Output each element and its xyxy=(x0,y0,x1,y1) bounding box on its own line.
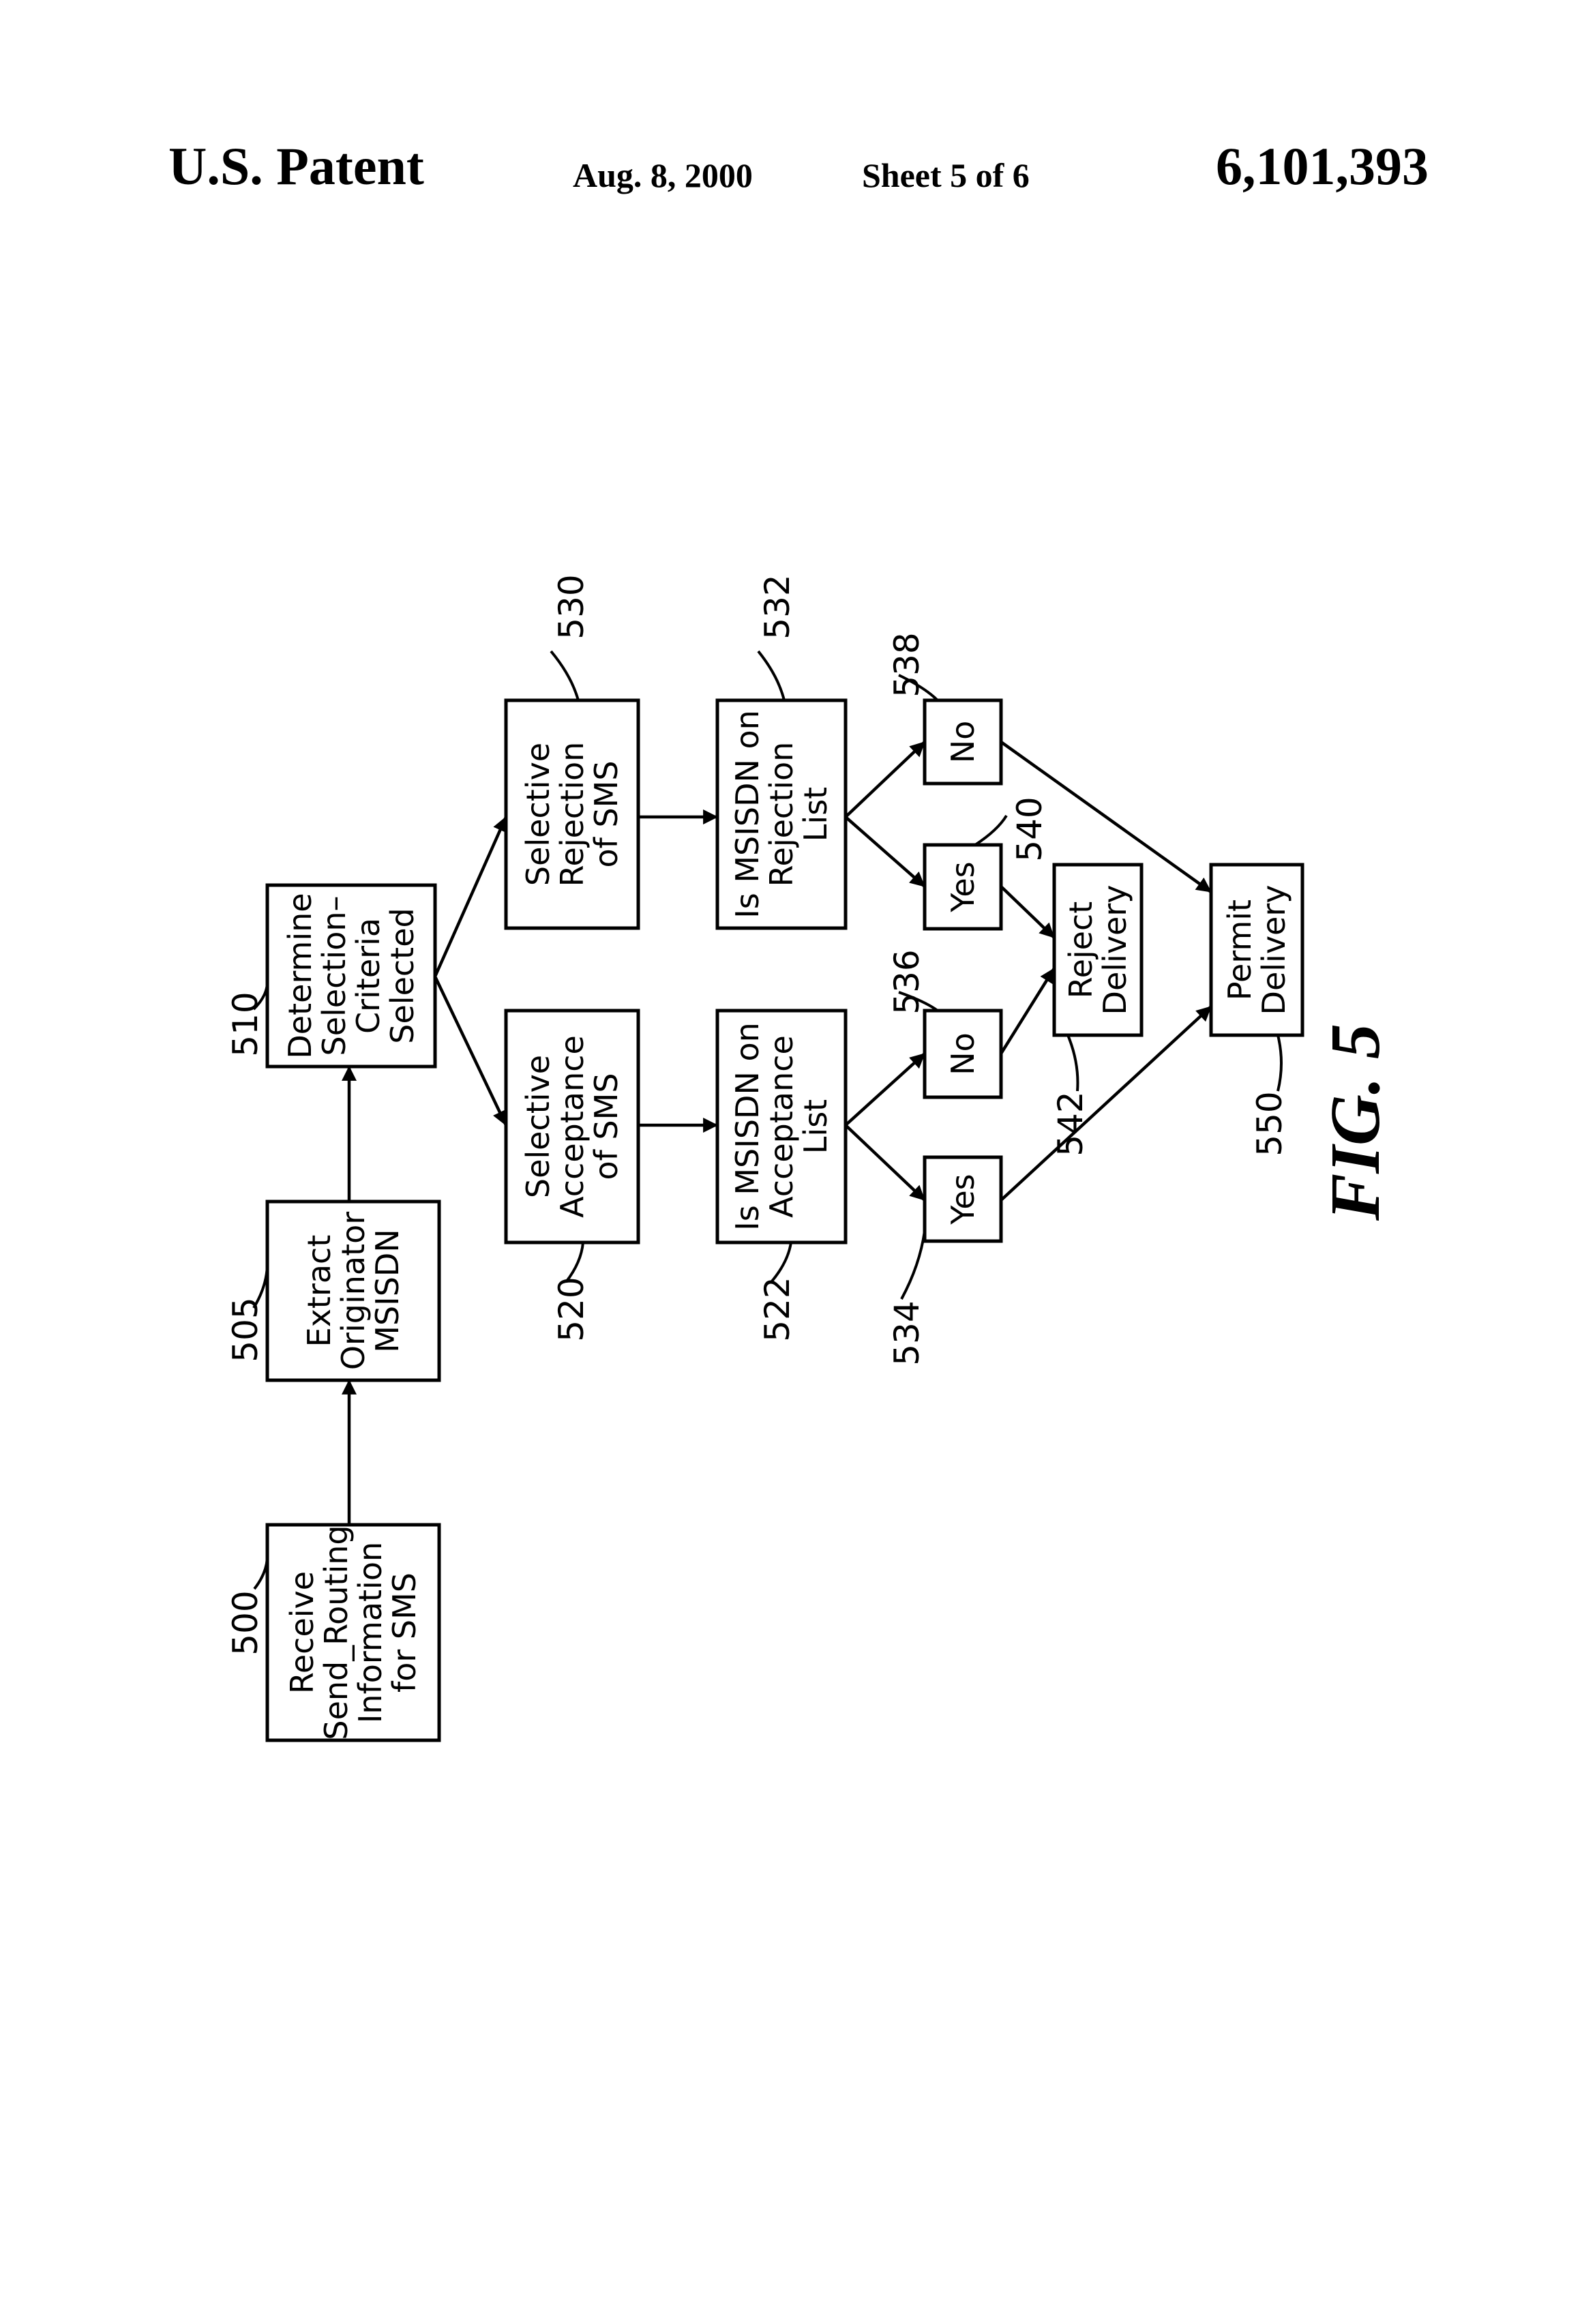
ref-numeral-505: 505 xyxy=(226,1297,265,1362)
leader-line-534 xyxy=(901,1231,925,1299)
ref-numeral-510: 510 xyxy=(226,992,265,1056)
box-text-line: Originator xyxy=(335,1212,372,1370)
flow-box-532: Is MSISDN onRejectionList xyxy=(717,700,846,928)
flow-box-510: DetermineSelection–CriteriaSelected xyxy=(267,885,435,1067)
box-text-line: Extract xyxy=(301,1235,338,1347)
leader-line-532 xyxy=(758,651,784,700)
box-text-line: Is MSISDN on xyxy=(729,1022,766,1231)
box-text-line: Receive xyxy=(284,1571,320,1694)
leader-line-540 xyxy=(975,816,1006,845)
connector-arrow xyxy=(1001,887,1054,938)
box-text-line: Permit xyxy=(1221,899,1258,1000)
flow-box-505: ExtractOriginatorMSISDN xyxy=(267,1202,439,1380)
box-text-line: Rejection xyxy=(554,742,591,887)
leader-line-542 xyxy=(1068,1035,1077,1091)
leader-line-500 xyxy=(254,1555,267,1589)
flow-box-522: Is MSISDN onAcceptanceList xyxy=(717,1011,846,1242)
flow-box-538: No xyxy=(925,700,1001,784)
ref-numeral-500: 500 xyxy=(226,1590,265,1655)
leader-line-522 xyxy=(771,1242,791,1282)
box-text-line: Criteria xyxy=(350,918,387,1034)
box-text-line: Yes xyxy=(944,861,981,912)
box-text-line: MSISDN xyxy=(369,1229,406,1352)
box-text-line: Information xyxy=(352,1542,389,1723)
flow-box-536: No xyxy=(925,1011,1001,1097)
leader-line-520 xyxy=(566,1242,583,1282)
box-text-line: Acceptance xyxy=(763,1035,800,1218)
flow-box-550: PermitDelivery xyxy=(1211,865,1302,1035)
ref-numeral-534: 534 xyxy=(887,1300,927,1365)
box-text-line: No xyxy=(944,1032,981,1075)
box-text-line: Determine xyxy=(282,893,318,1058)
box-text-line: No xyxy=(944,721,981,764)
ref-numeral-532: 532 xyxy=(758,574,797,639)
flow-box-542: RejectDelivery xyxy=(1054,865,1141,1035)
leader-line-550 xyxy=(1278,1035,1281,1091)
connector-arrow xyxy=(1001,968,1054,1054)
box-text-line: of SMS xyxy=(588,1073,625,1180)
box-text-line: Is MSISDN on xyxy=(729,710,766,919)
box-text-line: Selective xyxy=(520,1055,556,1198)
ref-numeral-520: 520 xyxy=(552,1277,591,1341)
flow-box-534: Yes xyxy=(925,1157,1001,1241)
connector-arrow xyxy=(846,1125,925,1200)
box-text-line: for SMS xyxy=(386,1573,423,1693)
box-text-line: Selected xyxy=(384,908,421,1043)
connector-arrow xyxy=(846,742,925,817)
ref-numeral-536: 536 xyxy=(887,949,927,1014)
box-text-line: of SMS xyxy=(588,760,625,867)
box-text-line: Yes xyxy=(944,1174,981,1225)
ref-numeral-538: 538 xyxy=(887,632,927,697)
connector-arrow xyxy=(435,977,506,1125)
ref-numeral-550: 550 xyxy=(1250,1091,1289,1156)
figure-label: FIG. 5 xyxy=(1316,1024,1394,1221)
connector-arrow xyxy=(846,817,925,887)
connector-arrow xyxy=(435,817,506,977)
flow-box-500: ReceiveSend_RoutingInformationfor SMS xyxy=(267,1525,439,1740)
box-text-line: Rejection xyxy=(763,742,800,887)
ref-numeral-542: 542 xyxy=(1051,1091,1090,1156)
ref-numeral-540: 540 xyxy=(1010,796,1049,861)
connector-arrow xyxy=(846,1054,925,1125)
flow-box-530: SelectiveRejectionof SMS xyxy=(506,700,638,928)
ref-numeral-522: 522 xyxy=(758,1277,797,1341)
ref-numeral-530: 530 xyxy=(552,574,591,639)
box-text-line: Selection– xyxy=(316,896,353,1056)
box-text-line: Selective xyxy=(520,743,556,886)
box-text-line: Send_Routing xyxy=(318,1525,355,1740)
box-text-line: Acceptance xyxy=(554,1035,591,1218)
leader-line-530 xyxy=(551,651,578,700)
flow-box-520: SelectiveAcceptanceof SMS xyxy=(506,1011,638,1242)
box-text-line: List xyxy=(797,1099,834,1154)
flow-boxes: ReceiveSend_RoutingInformationfor SMS Ext… xyxy=(267,700,1302,1740)
box-text-line: Delivery xyxy=(1255,885,1292,1015)
box-text-line: Reject xyxy=(1062,902,1099,999)
box-text-line: List xyxy=(797,787,834,841)
flow-box-540: Yes xyxy=(925,845,1001,929)
box-text-line: Delivery xyxy=(1096,885,1133,1015)
